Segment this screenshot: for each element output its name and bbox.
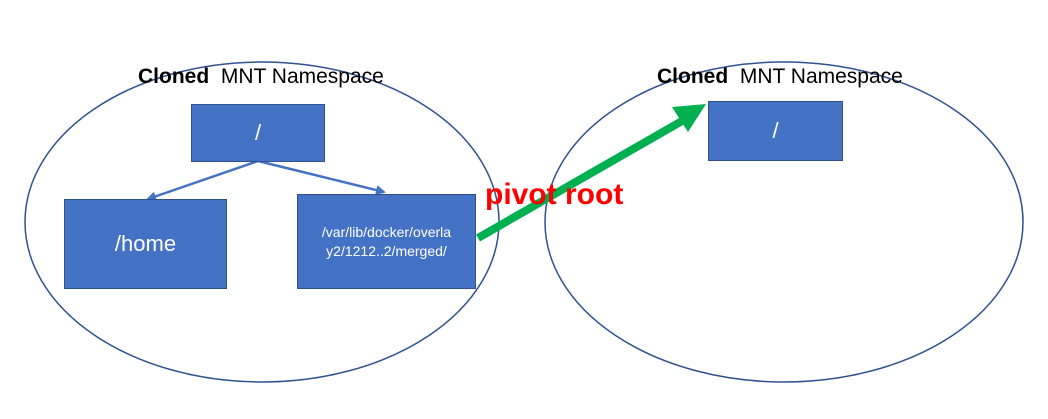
left-root-node: / xyxy=(191,104,325,162)
home-label: /home xyxy=(114,231,177,256)
right-namespace-title-bold: Cloned xyxy=(657,65,729,88)
right-namespace-title: Cloned MNT Namespace xyxy=(657,66,903,87)
merged-node: /var/lib/docker/overla y2/1212..2/merged… xyxy=(297,194,476,289)
home-node: /home xyxy=(64,199,227,289)
right-root-label: / xyxy=(772,118,779,143)
left-root-label: / xyxy=(254,120,262,145)
right-namespace-ellipse xyxy=(544,61,1024,383)
merged-label-line1: /var/lib/docker/overla xyxy=(321,223,452,240)
right-namespace-title-rest: MNT Namespace xyxy=(739,65,903,88)
merged-label-line2: y2/1212..2/merged/ xyxy=(326,242,447,259)
pivot-root-label: pivot root xyxy=(485,178,624,211)
pivot-root-arrow-shaft xyxy=(476,117,684,242)
right-root-node: / xyxy=(708,101,843,161)
left-namespace-title-rest: MNT Namespace xyxy=(220,65,384,88)
left-namespace-title-bold: Cloned xyxy=(138,65,210,88)
tree-edge-root-to-merged xyxy=(257,159,386,195)
pivot-root-arrow-head xyxy=(672,104,706,132)
tree-edge-root-to-home xyxy=(146,159,259,202)
left-namespace-title: Cloned MNT Namespace xyxy=(138,66,384,87)
